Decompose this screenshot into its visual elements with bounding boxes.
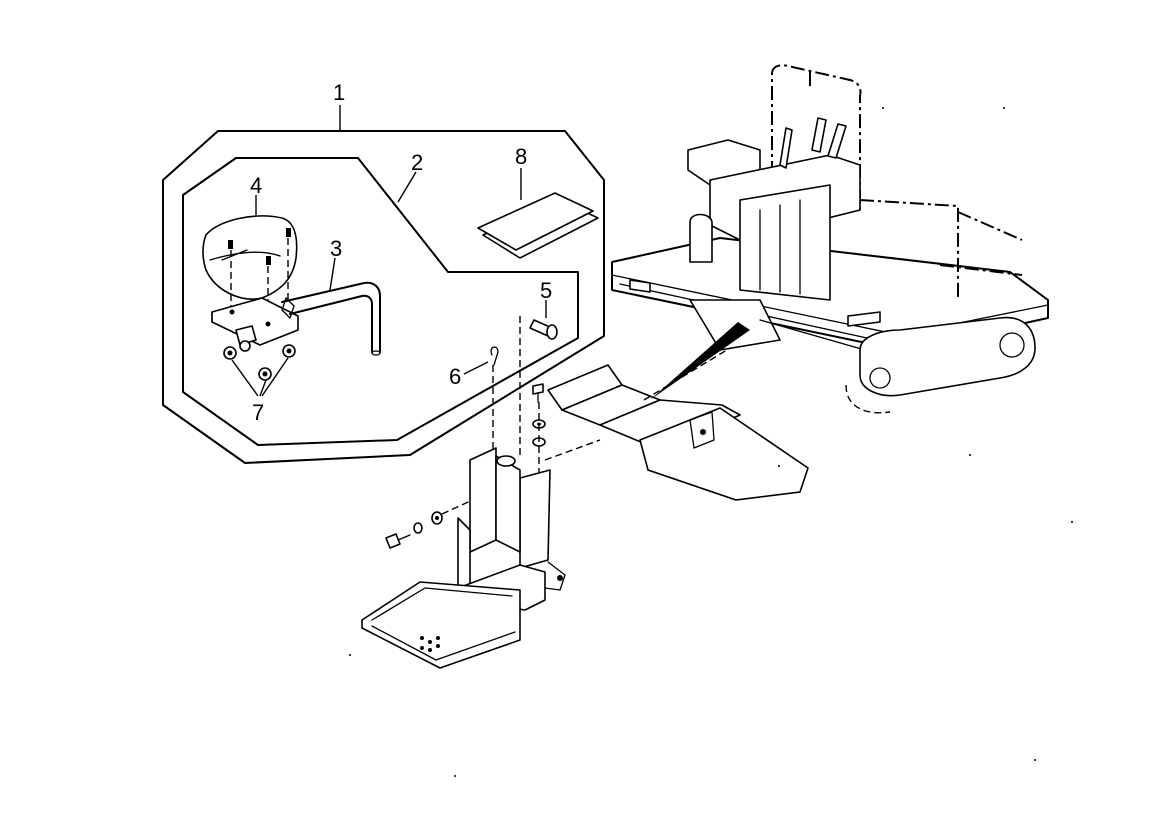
rivets — [420, 636, 440, 652]
callout-8: 8 — [515, 144, 527, 169]
callout-leaders — [231, 105, 547, 397]
callout-7: 7 — [252, 400, 264, 425]
subassembly-outline-item-2 — [182, 157, 579, 446]
seat-cushion-item-4 — [202, 215, 298, 330]
pin-item-5 — [519, 316, 558, 455]
frame-bracket — [544, 329, 809, 501]
callout-5: 5 — [540, 278, 552, 303]
nuts-item-7 — [223, 344, 296, 381]
step-footrest-assembly — [361, 447, 566, 669]
clip-item-6 — [490, 346, 499, 450]
print-specks — [349, 107, 1073, 777]
manual-booklet-item-8 — [477, 192, 599, 259]
seat-bracket-item-3 — [211, 281, 381, 356]
tracked-carrier-machine — [611, 64, 1049, 414]
callout-4: 4 — [250, 173, 262, 198]
callout-2: 2 — [411, 150, 423, 175]
bolt-washers-upper — [532, 383, 546, 478]
callout-labels: 1 2 3 4 5 6 7 8 — [250, 80, 552, 425]
callout-6: 6 — [449, 364, 461, 389]
callout-1: 1 — [333, 80, 345, 105]
kit-outline-item-1 — [162, 130, 605, 464]
callout-3: 3 — [330, 236, 342, 261]
